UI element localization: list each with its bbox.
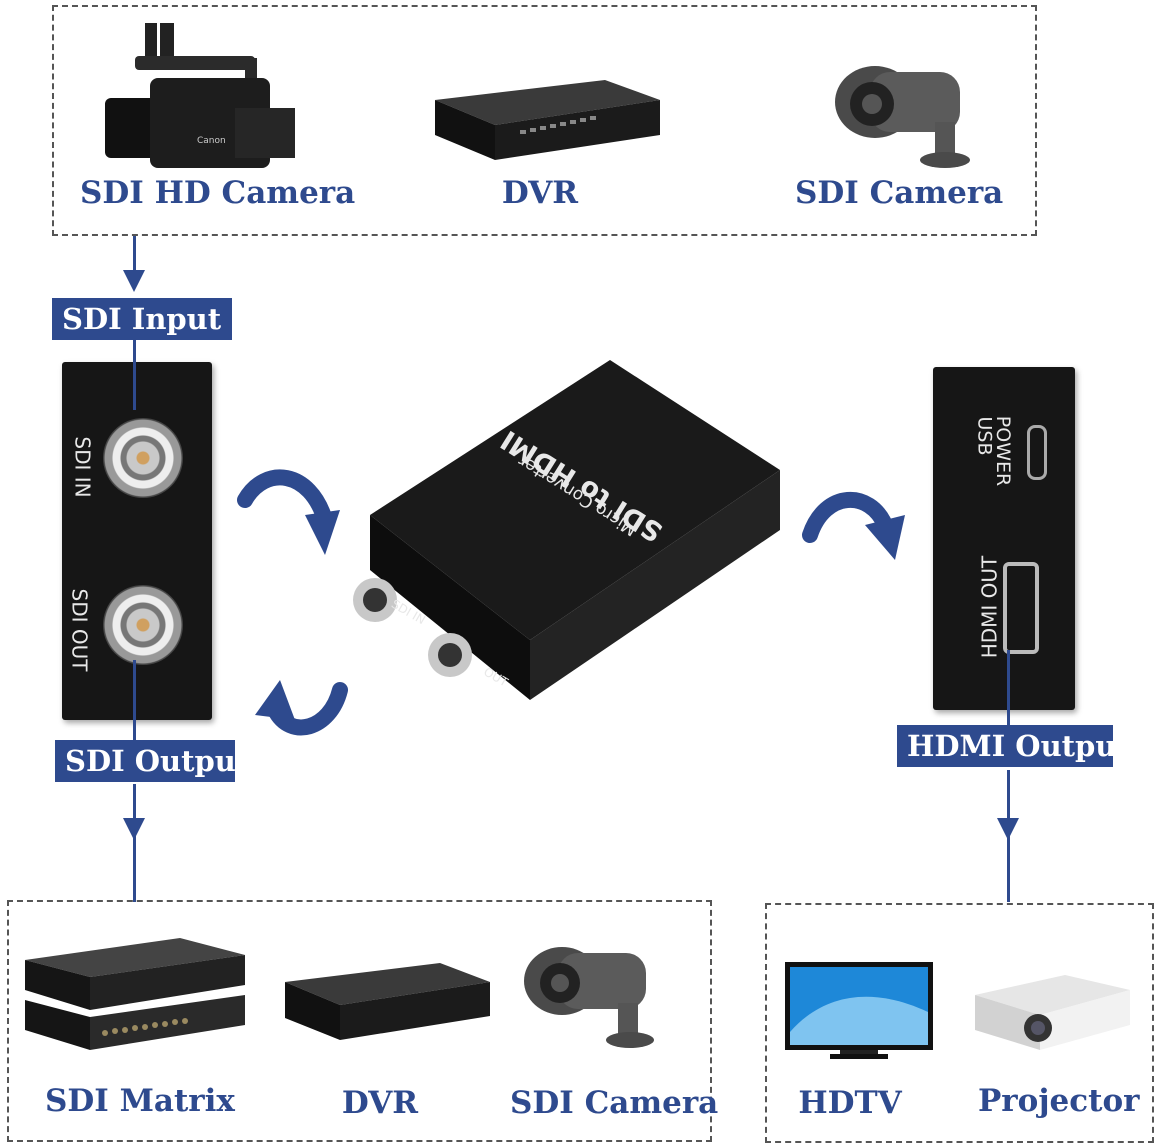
tv-icon [785, 962, 933, 1059]
tag-hdmi-output: HDMI Output [897, 725, 1130, 767]
bullet-camera-icon [524, 947, 654, 1048]
connector-line [133, 660, 136, 742]
panel-label-hdmi-out: HDMI OUT [977, 555, 1002, 659]
bnc-connector-icon [103, 418, 183, 498]
curved-arrow-icon [255, 680, 348, 736]
projector-icon [975, 975, 1130, 1050]
source-label-sdi-hd-camera: SDI HD Camera [80, 175, 356, 211]
tag-sdi-output: SDI Output [55, 740, 249, 782]
curved-arrow-icon [237, 469, 340, 555]
dvr-icon [435, 80, 660, 160]
sources-box [52, 5, 1037, 236]
matrix-rack-icon [25, 938, 245, 1050]
dest-label-sdi-camera: SDI Camera [510, 1085, 719, 1121]
arrow-down-icon [123, 818, 145, 840]
hdmi-port-panel [933, 367, 1075, 710]
dvr-icon [285, 963, 490, 1040]
dest-label-sdi-matrix: SDI Matrix [45, 1083, 235, 1119]
hdmi-port-icon [1003, 562, 1039, 654]
sdi-destinations-box [7, 900, 712, 1142]
connector-line [1007, 650, 1010, 730]
source-label-dvr: DVR [501, 175, 579, 211]
svg-text:Canon: Canon [197, 136, 226, 146]
panel-label-sdi-in: SDI IN [70, 436, 95, 498]
dest-label-hdtv: HDTV [798, 1085, 902, 1121]
tag-sdi-input: SDI Input [52, 298, 232, 340]
panel-label-power: POWER [992, 415, 1015, 487]
panel-label-sdi-out: SDI OUT [67, 588, 92, 672]
dest-label-dvr: DVR [341, 1085, 419, 1121]
dest-label-projector: Projector [978, 1083, 1140, 1119]
camcorder-icon: Canon [105, 23, 295, 168]
curved-arrow-icon [802, 492, 905, 560]
connector-line [133, 236, 136, 276]
bullet-camera-icon [835, 66, 970, 168]
arrow-down-icon [123, 270, 145, 292]
connector-line [133, 784, 136, 902]
bnc-connector-icon [103, 585, 183, 665]
source-label-sdi-camera: SDI Camera [795, 175, 1004, 211]
hdmi-destinations-box [765, 903, 1154, 1143]
converter-device-icon [353, 360, 780, 700]
usb-port-icon [1027, 425, 1047, 480]
connector-line [133, 340, 136, 410]
arrow-down-icon [997, 818, 1019, 840]
